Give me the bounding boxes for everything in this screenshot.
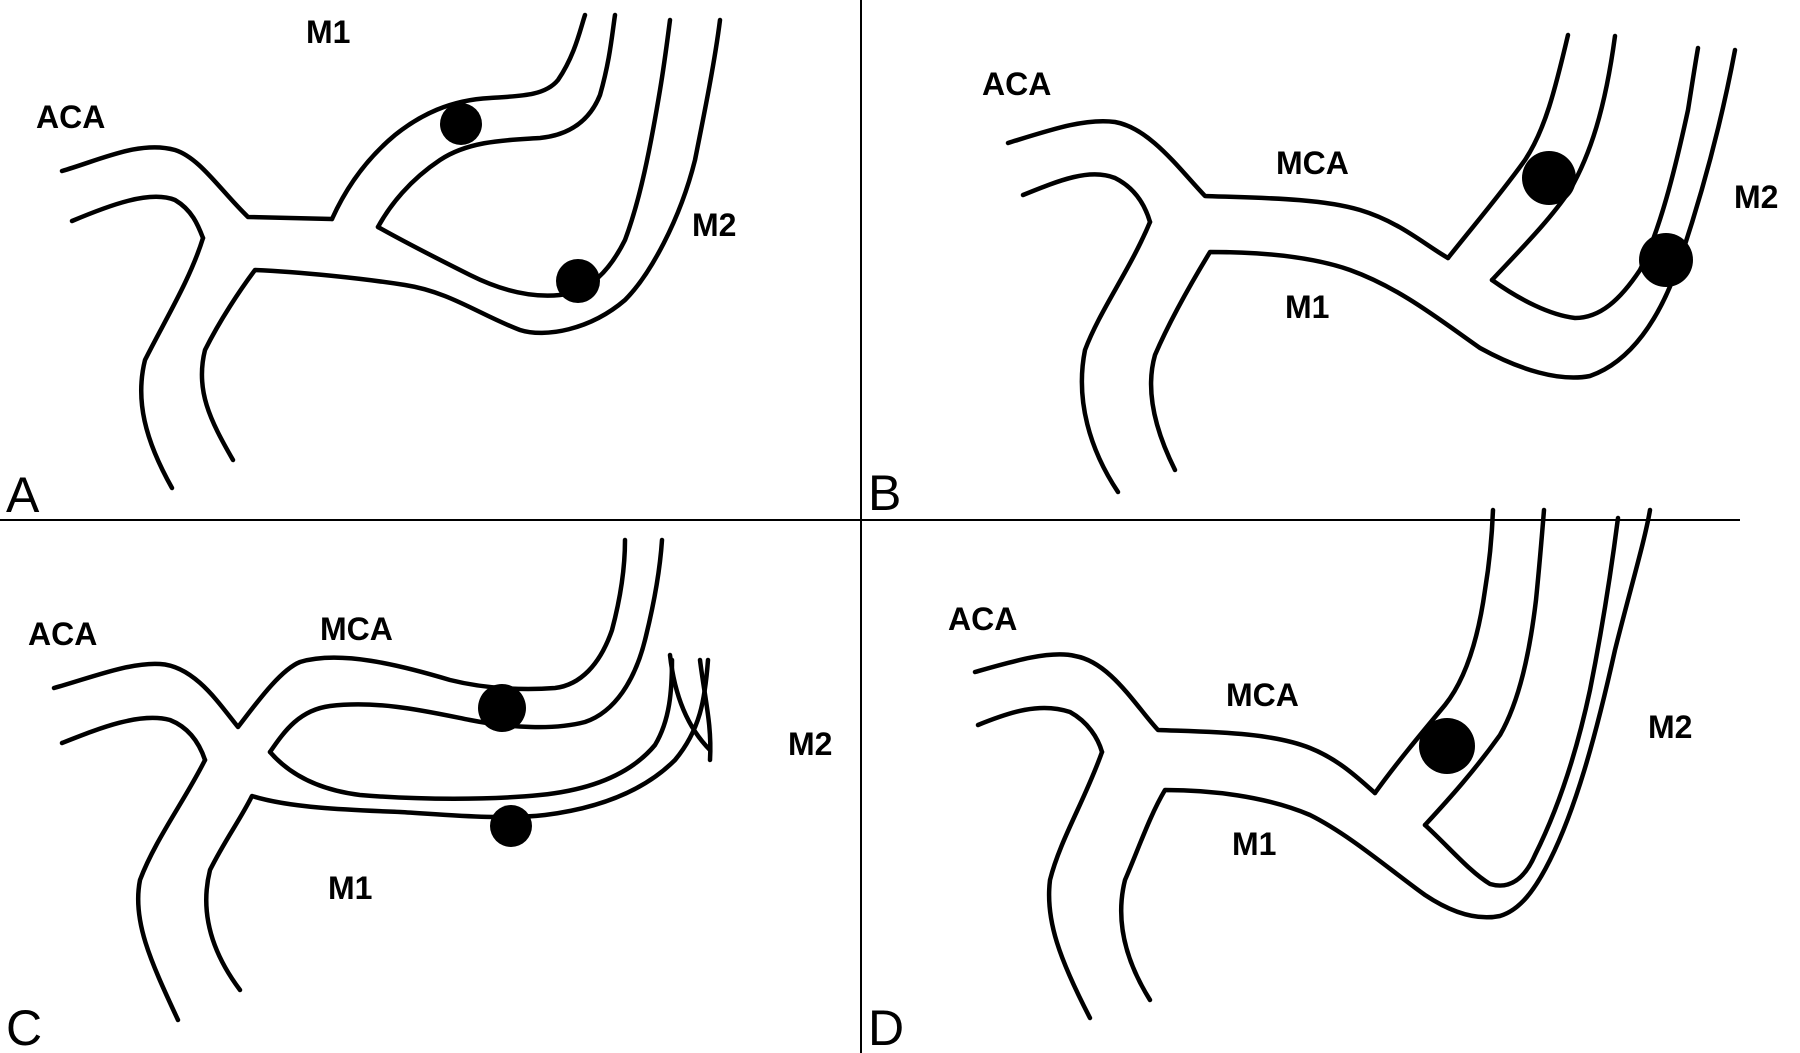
panel-b-superior-branch-outer — [1445, 32, 1571, 261]
panel-a-occlusion-inferior — [556, 259, 600, 303]
panel-b-occlusion-superior — [1522, 151, 1576, 205]
panel-b-label-m1: M1 — [1285, 289, 1329, 325]
panel-b-letter: B — [868, 465, 901, 521]
panel-b-aca-lower-wall — [1020, 172, 1153, 225]
panel-a-aca-lower-wall — [69, 194, 206, 241]
panel-a-occlusion-superior — [440, 103, 482, 145]
panel-b-label-mca: MCA — [1276, 145, 1349, 181]
panel-d-ica-right-wall — [1118, 507, 1653, 1003]
panel-c-mid-branch-upper — [267, 657, 675, 801]
panel-d-aca-upper-wall — [972, 652, 1378, 796]
panel-d-aca-lower-wall — [975, 705, 1105, 755]
panel-c-aca-upper-wall — [51, 537, 628, 730]
panel-a-superior-branch-inner — [375, 12, 618, 230]
panel-c-mid-branch-lower — [667, 652, 713, 753]
panel-c-ica-right-wall — [204, 657, 711, 993]
panel-a-aca-upper-wall — [59, 145, 335, 222]
panel-d-occlusion-superior — [1419, 718, 1475, 774]
panel-a-label-m2: M2 — [692, 207, 736, 243]
panel-b-inferior-branch-inner — [1489, 45, 1701, 321]
panel-d-superior-branch-outer — [1372, 507, 1496, 796]
panel-d-label-m2: M2 — [1648, 709, 1692, 745]
panel-a-ica-left-wall — [138, 235, 206, 491]
panel-b-label-m2: M2 — [1734, 179, 1778, 215]
panel-b-aca-upper-wall — [1005, 119, 1451, 261]
panel-b-label-aca: ACA — [982, 66, 1051, 102]
panel-c-ica-left-wall — [135, 757, 208, 1023]
panel-c-aca-lower-wall — [59, 715, 208, 763]
panel-c-label-m2: M2 — [788, 726, 832, 762]
panel-a-label-aca: ACA — [36, 99, 105, 135]
panel-d-ica-left-wall — [1046, 749, 1105, 1021]
panel-b-ica-left-wall — [1079, 219, 1153, 495]
panel-a-letter: A — [6, 467, 40, 523]
panel-d-label-aca: ACA — [948, 601, 1017, 637]
panel-c-occlusion-superior — [478, 684, 526, 732]
panel-a: ACA M1 M2 A — [6, 12, 736, 523]
panel-c-occlusion-inferior — [490, 805, 532, 847]
panel-c-superior-branch-inner — [267, 537, 665, 755]
panel-c-label-m1: M1 — [328, 870, 372, 906]
panel-a-label-m1: M1 — [306, 14, 350, 50]
panel-a-superior-branch-outer — [329, 12, 588, 222]
panel-a-ica-right-wall — [199, 17, 723, 463]
panel-c-inferior-branch-outer — [697, 657, 713, 763]
panel-b: ACA MCA M1 M2 B — [868, 32, 1778, 521]
panel-d: ACA MCA M1 M2 D — [868, 507, 1692, 1053]
panel-a-inferior-branch-inner — [375, 17, 673, 298]
panel-d-letter: D — [868, 1000, 904, 1053]
panel-c-label-mca: MCA — [320, 611, 393, 647]
panel-c: ACA MCA M1 M2 C — [6, 537, 832, 1053]
panel-c-letter: C — [6, 1000, 42, 1053]
panel-d-inferior-branch-inner — [1422, 515, 1621, 888]
panel-c-label-aca: ACA — [28, 616, 97, 652]
panel-b-occlusion-inferior — [1639, 233, 1693, 287]
panel-d-label-m1: M1 — [1232, 826, 1276, 862]
panel-d-superior-branch-inner — [1422, 507, 1547, 828]
panel-d-label-mca: MCA — [1226, 677, 1299, 713]
